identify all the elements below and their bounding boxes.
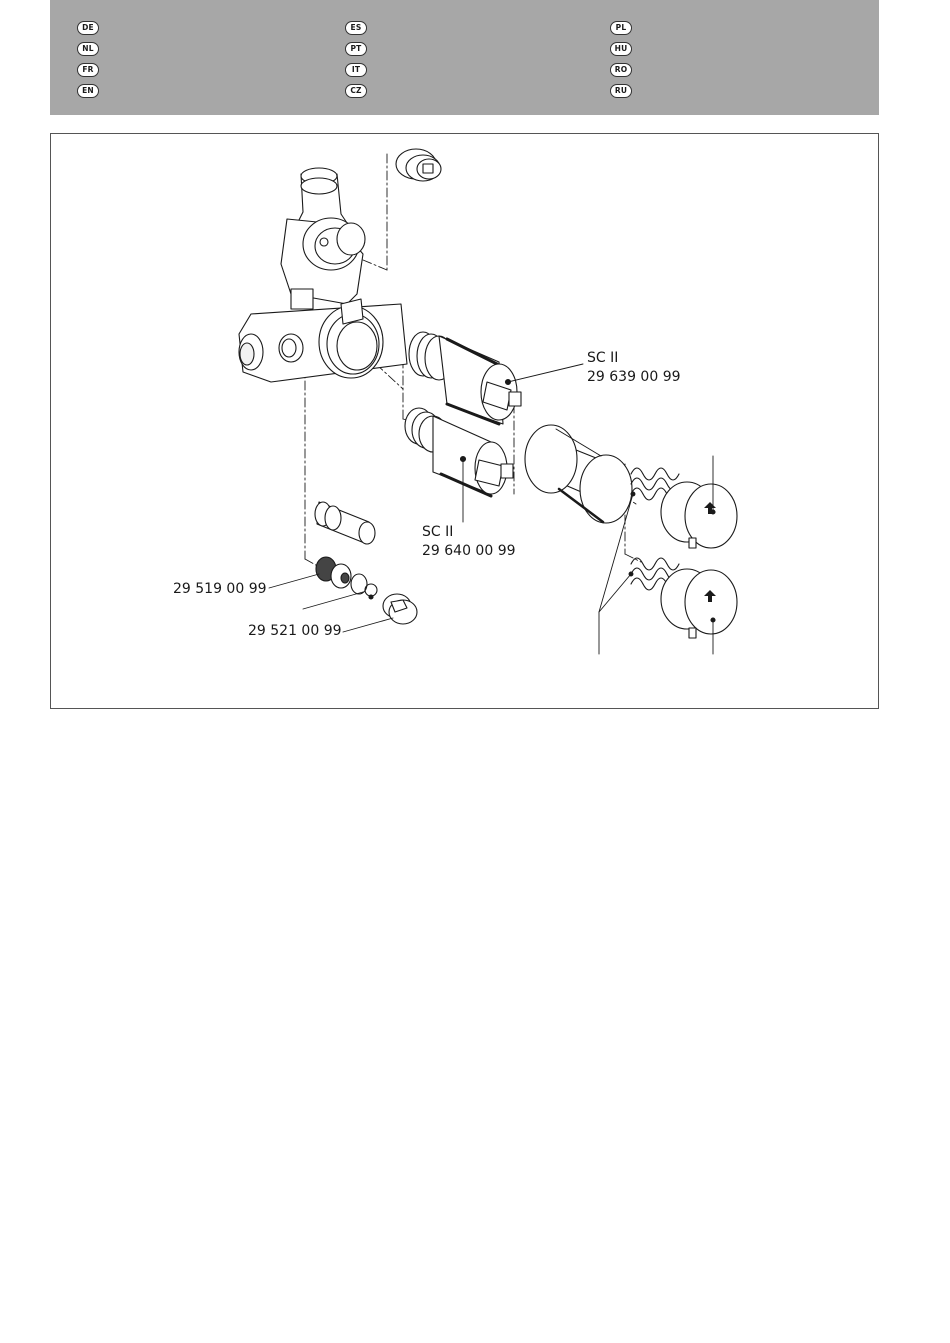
language-band — [50, 0, 879, 115]
lang-badge-ru: RU — [610, 84, 632, 98]
lang-badge-en: EN — [77, 84, 99, 98]
lang-badge-es: ES — [345, 21, 367, 35]
lang-badge-nl: NL — [77, 42, 99, 56]
lang-badge-ro: RO — [610, 63, 632, 77]
callout-cartridge-lower-name: SC II — [422, 523, 453, 541]
lang-badge-it: IT — [345, 63, 367, 77]
exploded-view-frame — [50, 133, 879, 709]
callout-cartridge-lower-number: 29 640 00 99 — [422, 542, 516, 560]
lang-badge-fr: FR — [77, 63, 99, 77]
handle-lower-icon — [631, 558, 737, 638]
callout-plug-number: 29 521 00 99 — [248, 622, 342, 640]
handle-upper-icon — [631, 468, 737, 548]
lang-badge-pt: PT — [345, 42, 367, 56]
callout-cartridge-upper-name: SC II — [587, 349, 618, 367]
valve-body-icon — [239, 168, 407, 382]
callout-cartridge-upper-number: 29 639 00 99 — [587, 368, 681, 386]
lang-badge-hu: HU — [610, 42, 632, 56]
sleeve-icon — [525, 425, 632, 523]
lang-badge-de: DE — [77, 21, 99, 35]
exploded-view-drawing — [51, 134, 878, 708]
lang-badge-pl: PL — [610, 21, 632, 35]
check-valve-icon — [316, 557, 377, 599]
wall-plug-icon — [396, 149, 441, 181]
lang-badge-cz: CZ — [345, 84, 367, 98]
nipple-icon — [315, 502, 375, 544]
callout-check-valve-number: 29 519 00 99 — [173, 580, 267, 598]
